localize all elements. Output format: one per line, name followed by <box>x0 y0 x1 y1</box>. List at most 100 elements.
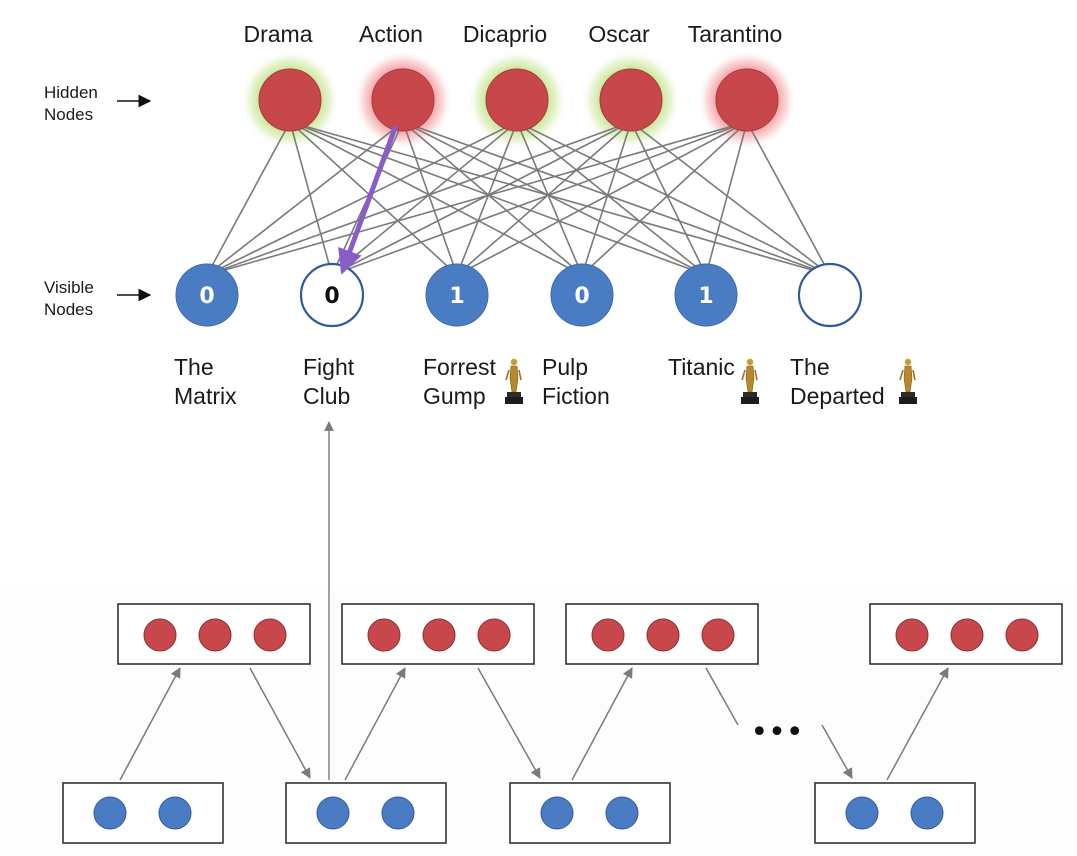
edge-dicaprio-to-the-departed <box>516 121 831 276</box>
movie-labels: TheMatrixFightClubForrestGumpPulpFiction… <box>174 354 885 409</box>
edge-dicaprio-to-pulp-fiction <box>516 121 583 276</box>
hidden-node-action <box>371 68 435 132</box>
edge-tarantino-to-the-matrix <box>206 121 748 276</box>
hidden-label-drama: Drama <box>243 21 312 47</box>
visible-node-pulp-fiction <box>550 263 614 327</box>
chain-hidden-unit <box>646 618 680 652</box>
edge-drama-to-the-departed <box>289 121 831 276</box>
edge-oscar-to-titanic <box>630 121 707 276</box>
edge-dicaprio-to-the-matrix <box>206 121 518 276</box>
chain-arrow <box>477 667 541 779</box>
visible-node-value-forrest-gump: 1 <box>449 284 464 309</box>
chain-visible-layer-3 <box>509 782 671 844</box>
highlighted-edge <box>338 125 398 275</box>
chain-hidden-layer-4 <box>869 603 1063 665</box>
hidden-node-oscar <box>599 68 663 132</box>
visible-node-the-departed <box>797 262 863 328</box>
chain-hidden-unit <box>422 618 456 652</box>
gibbs-sampling-chain <box>62 603 1063 844</box>
edge-tarantino-to-pulp-fiction <box>581 121 748 276</box>
chain-hidden-unit <box>950 618 984 652</box>
visible-node-titanic <box>674 263 738 327</box>
oscar-statuette-icon <box>505 358 523 404</box>
edge-oscar-to-pulp-fiction <box>581 121 632 276</box>
chain-hidden-unit <box>591 618 625 652</box>
chain-arrow <box>705 667 739 726</box>
chain-visible-layer-1 <box>62 782 224 844</box>
chain-hidden-unit <box>198 618 232 652</box>
edge-oscar-to-the-departed <box>630 121 831 276</box>
visible-node-value-titanic: 1 <box>698 284 713 309</box>
hidden-label-action: Action <box>359 21 423 47</box>
edge-dicaprio-to-forrest-gump <box>456 121 518 276</box>
visible-node-forrest-gump <box>425 263 489 327</box>
edge-tarantino-to-forrest-gump <box>456 121 748 276</box>
movie-label-forrest-gump-line2: Gump <box>423 383 486 409</box>
chain-visible-unit <box>605 796 639 830</box>
chain-hidden-unit <box>253 618 287 652</box>
edge-drama-to-fight-club <box>289 121 333 276</box>
movie-label-pulp-fiction-line1: Pulp <box>542 354 588 380</box>
chain-visible-unit <box>93 796 127 830</box>
chain-hidden-unit <box>367 618 401 652</box>
chain-visible-unit <box>381 796 415 830</box>
visible-node-value-the-matrix: 0 <box>199 284 214 309</box>
edge-action-to-the-matrix <box>206 121 404 276</box>
hidden-layer <box>258 68 779 132</box>
chain-visible-unit <box>910 796 944 830</box>
chain-arrow <box>571 667 633 781</box>
chain-hidden-unit <box>477 618 511 652</box>
chain-visible-unit <box>158 796 192 830</box>
chain-arrow <box>249 667 311 779</box>
oscar-statuette-icon <box>741 358 759 404</box>
movie-label-fight-club-line2: Club <box>303 383 350 409</box>
chain-hidden-layer-2 <box>341 603 535 665</box>
visible-node-the-matrix <box>175 263 239 327</box>
edge-dicaprio-to-fight-club <box>331 121 518 276</box>
edge-action-to-titanic <box>402 121 707 276</box>
movie-label-fight-club-line1: Fight <box>303 354 355 380</box>
edge-action-to-the-departed <box>402 121 831 276</box>
hidden-label-dicaprio: Dicaprio <box>463 21 547 47</box>
edge-dicaprio-to-titanic <box>516 121 707 276</box>
chain-arrow <box>119 667 181 781</box>
edge-tarantino-to-titanic <box>705 121 748 276</box>
edge-drama-to-titanic <box>289 121 707 276</box>
visible-node-value-pulp-fiction: 0 <box>574 284 589 309</box>
visible-node-value-fight-club: 0 <box>324 284 339 309</box>
chain-hidden-unit <box>1005 618 1039 652</box>
movie-label-the-departed-line2: Departed <box>790 383 885 409</box>
visible-node-fight-club <box>299 262 365 328</box>
chain-visible-layer-4 <box>814 782 976 844</box>
chain-visible-unit <box>845 796 879 830</box>
svg-text:Nodes: Nodes <box>44 105 93 124</box>
hidden-nodes-side-label: Hidden Nodes <box>44 83 152 124</box>
svg-text:Hidden: Hidden <box>44 83 98 102</box>
edge-action-to-pulp-fiction <box>402 121 583 276</box>
hidden-node-drama <box>258 68 322 132</box>
chain-arrow <box>886 667 949 781</box>
edge-tarantino-to-fight-club <box>331 121 748 276</box>
edge-tarantino-to-the-departed <box>746 121 831 276</box>
edge-action-to-forrest-gump <box>402 121 458 276</box>
movie-label-pulp-fiction-line2: Fiction <box>542 383 610 409</box>
movie-label-titanic-line1: Titanic <box>668 354 735 380</box>
edge-drama-to-forrest-gump <box>289 121 458 276</box>
rbm-edges <box>206 121 831 276</box>
movie-label-the-departed-line1: The <box>790 354 830 380</box>
hidden-node-dicaprio <box>485 68 549 132</box>
svg-text:Visible: Visible <box>44 278 94 297</box>
chain-hidden-layer-1 <box>117 603 311 665</box>
movie-label-the-matrix-line1: The <box>174 354 214 380</box>
visible-layer: 0 0 1 0 1 <box>175 262 863 328</box>
chain-visible-layer-2 <box>285 782 447 844</box>
movie-label-the-matrix-line2: Matrix <box>174 383 237 409</box>
edge-oscar-to-forrest-gump <box>456 121 632 276</box>
hidden-node-tarantino <box>715 68 779 132</box>
chain-hidden-unit <box>701 618 735 652</box>
hidden-label-tarantino: Tarantino <box>688 21 783 47</box>
highlighted-edge-action-to-fight-club <box>338 125 398 275</box>
